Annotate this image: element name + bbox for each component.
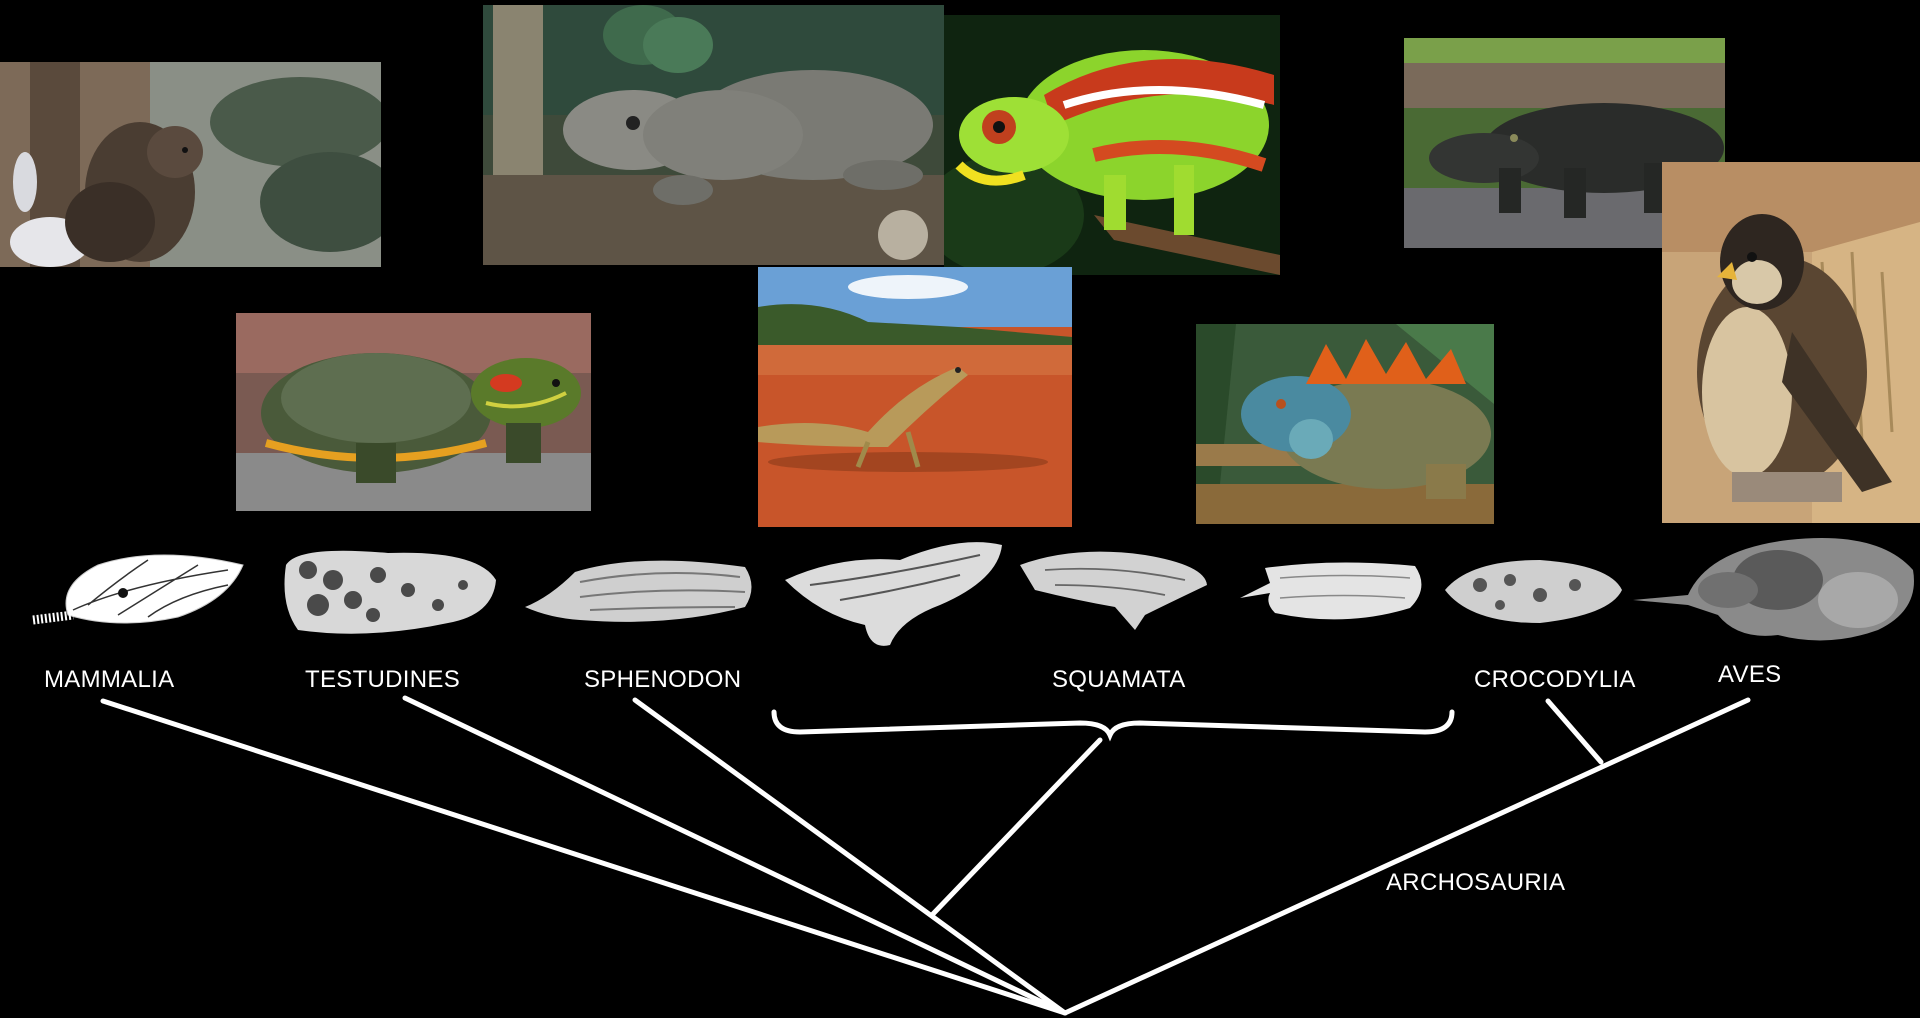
aves-label: AVES	[1718, 661, 1781, 689]
squamata-brace	[774, 712, 1452, 735]
aves-branch	[1065, 700, 1748, 1013]
mammalia-branch	[103, 701, 1065, 1013]
testudines-branch	[405, 698, 1065, 1013]
crocodylia-branch	[1548, 701, 1601, 762]
sphenodon-branch	[635, 700, 1065, 1013]
squamata-label: SQUAMATA	[1052, 666, 1186, 694]
mammalia-label: MAMMALIA	[44, 666, 174, 694]
sphenodon-label: SPHENODON	[584, 666, 741, 694]
testudines-label: TESTUDINES	[305, 666, 460, 694]
crocodylia-label: CROCODYLIA	[1474, 666, 1636, 694]
archosauria-label: ARCHOSAURIA	[1386, 869, 1565, 897]
squamata-branch	[932, 740, 1100, 915]
